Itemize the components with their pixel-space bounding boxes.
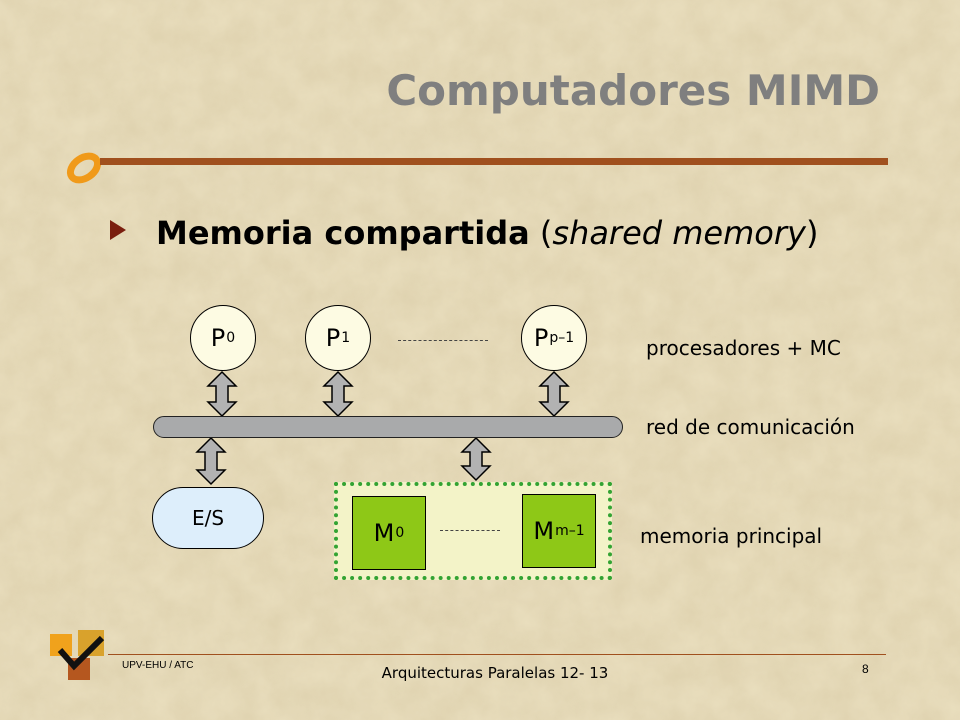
checkmark-logo-icon [50, 630, 105, 680]
processor-last-base: P [533, 324, 549, 352]
bullet-item: Memoria compartida (shared memory) [110, 214, 818, 252]
bullet-bold-text: Memoria compartida [156, 214, 530, 252]
io-unit: E/S [152, 487, 264, 549]
ring-logo-icon [66, 152, 102, 184]
memory-ellipsis-dash [440, 530, 500, 531]
communication-bus [153, 416, 623, 438]
footer-rule [108, 654, 886, 655]
slide-title: Computadores MIMD [386, 66, 880, 115]
memory-0-base: M [373, 519, 395, 547]
double-arrow-icon [538, 370, 570, 418]
double-arrow-icon [195, 436, 227, 486]
footer-org: UPV-EHU / ATC [122, 660, 194, 671]
processor-ellipsis-dash [398, 340, 488, 341]
processor-0-base: P [210, 324, 226, 352]
bullet-paren-open: ( [539, 214, 553, 252]
processor-1-base: P [325, 324, 341, 352]
label-memory: memoria principal [640, 524, 823, 548]
double-arrow-icon [460, 436, 492, 482]
processor-1-sub: 1 [341, 330, 351, 346]
label-processors: procesadores + MC [646, 336, 841, 360]
memory-0-sub: 0 [395, 525, 405, 541]
triangle-bullet-icon [110, 220, 126, 240]
footer-course: Arquitecturas Paralelas 12- 13 [381, 664, 609, 682]
label-network: red de comunicación [646, 415, 855, 439]
processor-0-sub: 0 [226, 330, 236, 346]
bullet-italic-text: shared memory [552, 214, 806, 252]
double-arrow-icon [206, 370, 238, 418]
title-rule [100, 158, 888, 165]
double-arrow-icon [322, 370, 354, 418]
bullet-paren-close: ) [805, 214, 819, 252]
memory-last-base: M [533, 517, 555, 545]
processor-last-sub: p–1 [549, 330, 575, 346]
page-number: 8 [862, 662, 869, 676]
memory-last-sub: m–1 [555, 523, 585, 539]
